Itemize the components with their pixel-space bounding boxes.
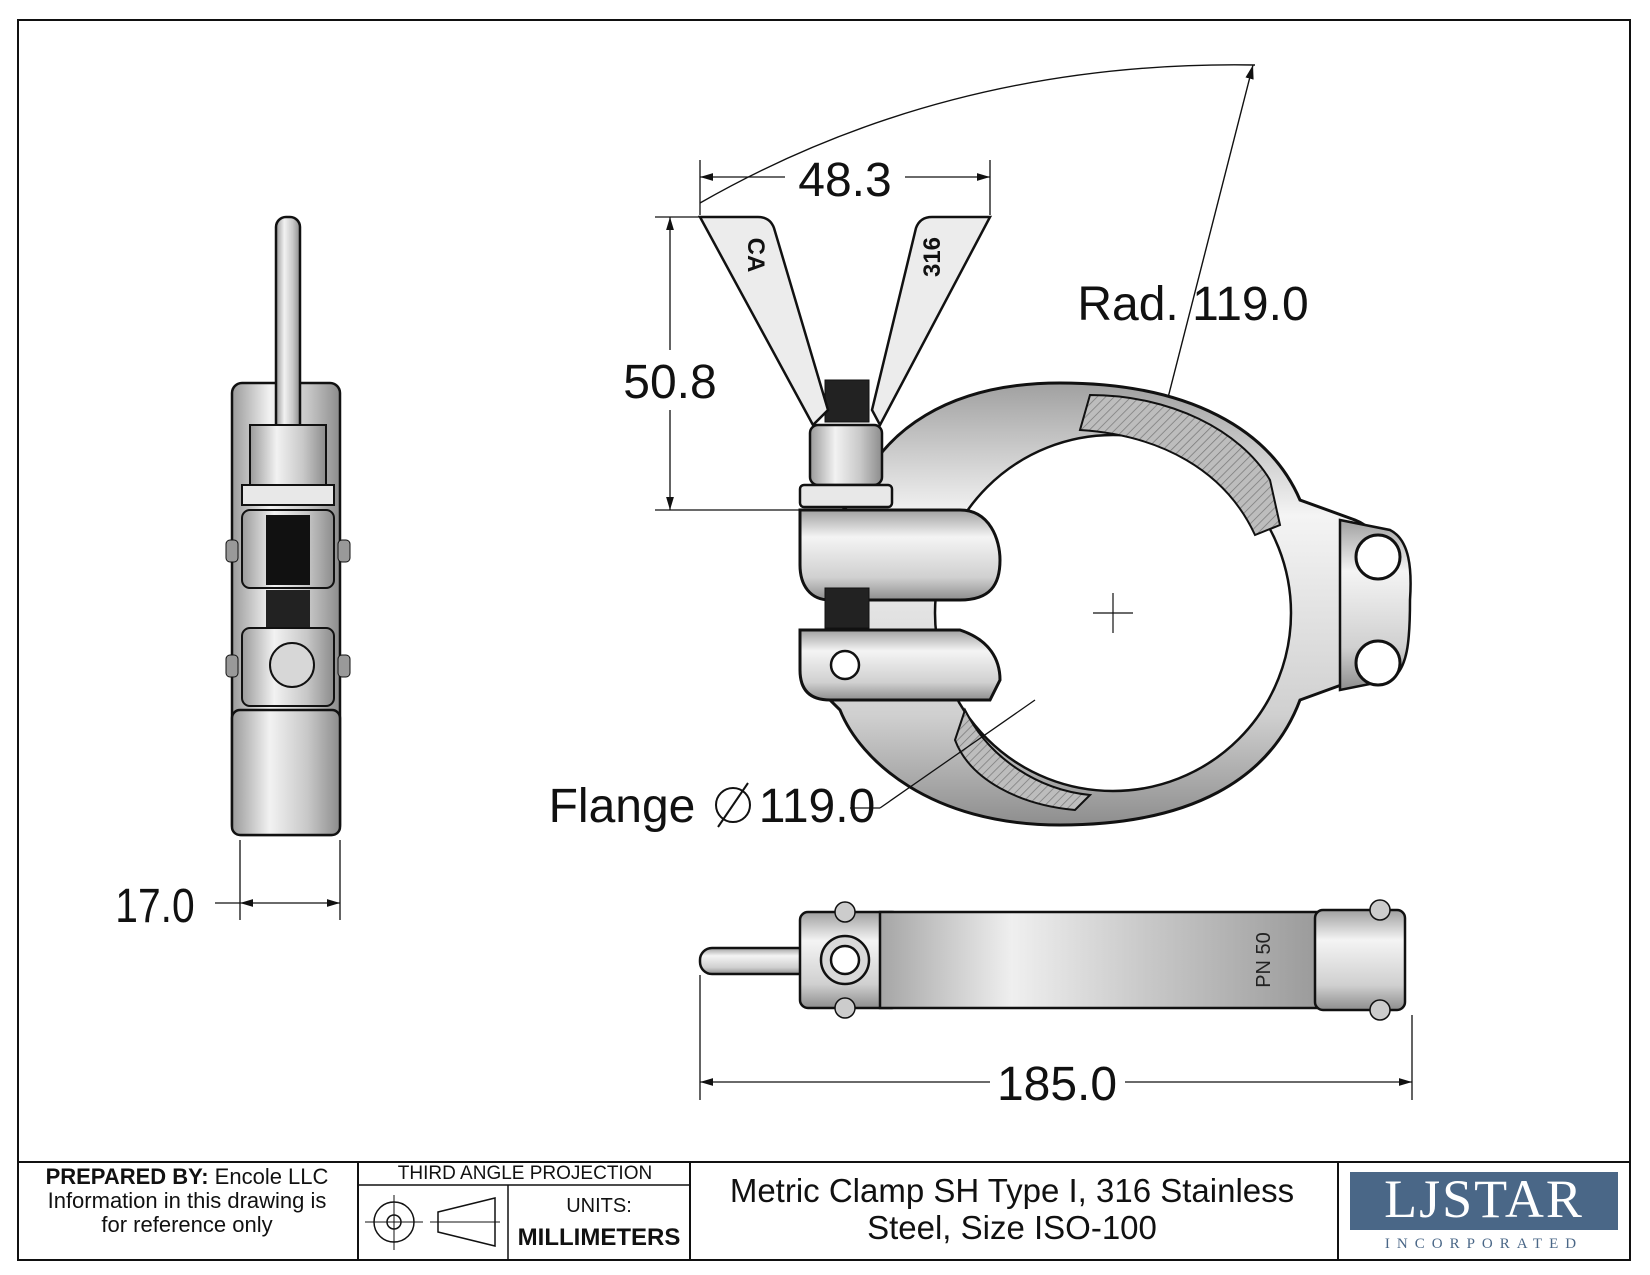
prepared-by-value: Encole LLC xyxy=(214,1164,329,1189)
dim-thickness: 17.0 xyxy=(115,880,194,933)
bottom-view xyxy=(698,899,1413,1100)
title-block-frame xyxy=(18,1161,1630,1260)
title-line-1: Metric Clamp SH Type I, 316 Stainless xyxy=(729,1172,1295,1209)
sheet-border xyxy=(17,19,1631,1261)
drawing-title: Metric Clamp SH Type I, 316 Stainless St… xyxy=(692,1172,1332,1246)
dim-flange-label: Flange xyxy=(549,780,696,833)
prepared-by-label: PREPARED BY: xyxy=(45,1164,209,1189)
band-marking: PN 50 xyxy=(1253,932,1275,988)
logo-sub-text: INCORPORATED xyxy=(1384,1236,1584,1252)
dim-height-wing: 50.8 xyxy=(623,356,716,409)
wing-mark-left: CA xyxy=(742,238,769,273)
title-line-2: Steel, Size ISO-100 xyxy=(867,1209,1157,1246)
units-label: UNITS: xyxy=(566,1195,632,1217)
dim-flange-diameter: 119.0 xyxy=(759,780,876,833)
wing-mark-right: 316 xyxy=(919,237,946,277)
dim-width-top: 48.3 xyxy=(798,154,891,207)
projection-symbol-icon xyxy=(365,1195,500,1250)
projection-label: THIRD ANGLE PROJECTION xyxy=(397,1163,653,1184)
company-logo xyxy=(1350,1172,1618,1230)
disclaimer-line-2: for reference only xyxy=(101,1212,273,1237)
side-view xyxy=(215,215,351,920)
front-view xyxy=(655,64,1412,828)
logo-main-text: LJSTAR xyxy=(1384,1169,1584,1229)
prepared-by-block: PREPARED BY: Encole LLC Information in t… xyxy=(22,1165,352,1237)
units-value: MILLIMETERS xyxy=(517,1224,681,1251)
disclaimer-line-1: Information in this drawing is xyxy=(47,1188,327,1213)
dim-radius: Rad. 119.0 xyxy=(1077,278,1308,331)
dim-overall-length: 185.0 xyxy=(997,1058,1117,1111)
